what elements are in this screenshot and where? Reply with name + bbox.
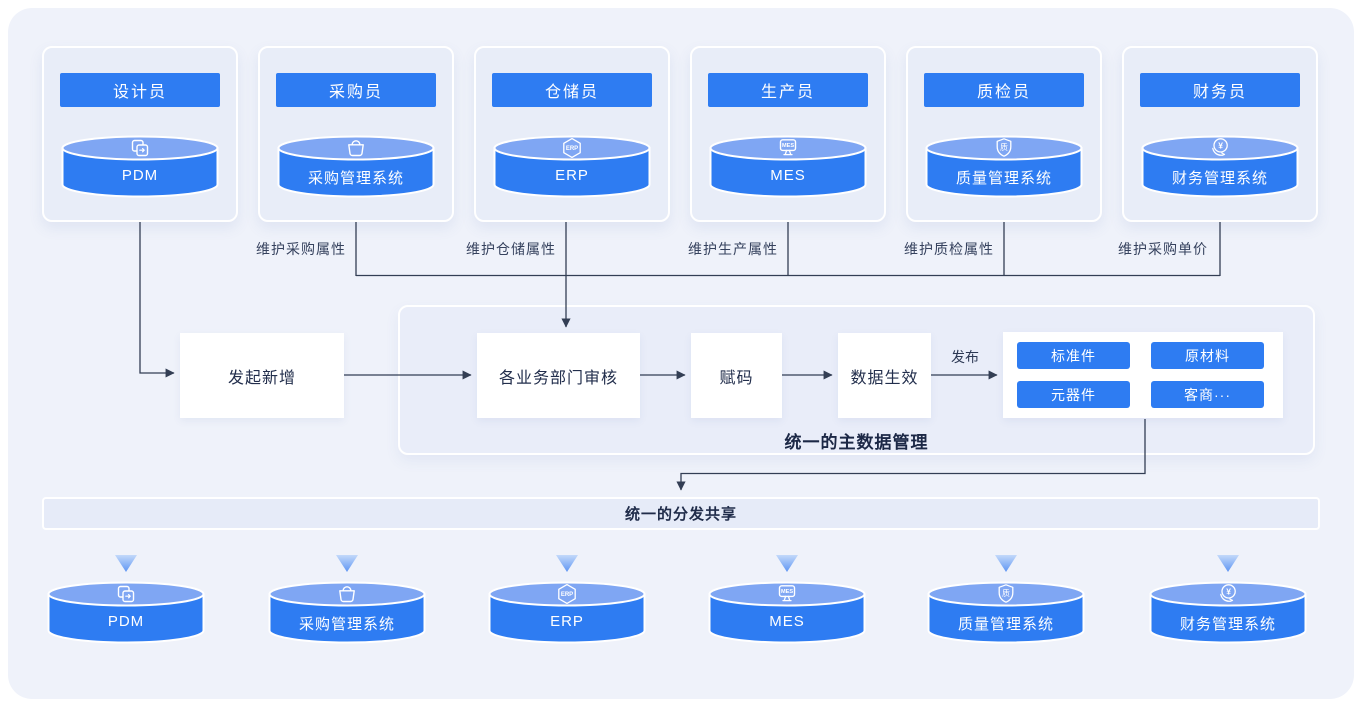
svg-text:MES: MES [782,143,794,149]
quality-shield-icon: 质 [994,582,1018,606]
mes-monitor-icon: MES [775,582,799,606]
cylinder-shape [709,135,867,198]
cylinder-shape [277,135,435,198]
system-name: ERP [550,613,584,630]
basket-icon [335,582,359,606]
cylinder-shape [493,135,651,198]
svg-text:ERP: ERP [561,592,573,598]
bottom-cylinder-finance: ¥ 财务管理系统 [1148,581,1308,645]
role-card-production: 生产员 MES MES [690,46,886,222]
bottom-cylinder-erp: ERP ERP [487,581,647,645]
yuan-transfer-icon: ¥ [1208,136,1232,160]
master-data-panel-title: 统一的主数据管理 [784,433,929,452]
flow-step-initiate: 发起新增 [180,333,344,418]
bottom-cylinder-quality: 质 质量管理系统 [926,581,1086,645]
distribution-share-label: 统一的分发共享 [624,506,737,523]
system-name: PDM [107,613,145,630]
role-card-purchaser: 采购员 采购管理系统 [258,46,454,222]
system-cylinder-finance: ¥ 财务管理系统 [1140,135,1300,199]
svg-text:质: 质 [1000,142,1008,152]
role-label: 设计员 [60,73,220,107]
maintain-label-purchase-price: 维护采购单价 [1118,241,1208,257]
copy-icon [128,136,152,160]
svg-text:¥: ¥ [1218,140,1223,150]
basket-icon [344,136,368,160]
flow-step-coding: 赋码 [691,333,782,418]
system-name: 财务管理系统 [1179,616,1276,633]
distribution-share-bar: 统一的分发共享 [42,497,1320,530]
svg-text:ERP: ERP [566,146,578,152]
quality-shield-icon: 质 [992,136,1016,160]
system-cylinder-mes: MES MES [708,135,868,199]
category-chip-raw-materials: 原材料 [1151,342,1264,369]
system-name: ERP [555,167,589,184]
system-cylinder-erp: ERP ERP [492,135,652,199]
category-chip-standard-parts: 标准件 [1017,342,1130,369]
publish-arrow-label: 发布 [951,349,979,365]
role-card-designer: 设计员 PDM [42,46,238,222]
maintain-label-warehouse-attr: 维护仓储属性 [466,241,556,257]
role-label: 采购员 [276,73,436,107]
role-label: 仓储员 [492,73,652,107]
maintain-label-production-attr: 维护生产属性 [688,241,778,257]
system-name: PDM [121,167,159,184]
role-card-finance: 财务员 ¥ 财务管理系统 [1122,46,1318,222]
system-name: 采购管理系统 [307,170,404,187]
system-name: MES [769,613,805,630]
bottom-cylinder-pdm: PDM [46,581,206,645]
role-label: 质检员 [924,73,1084,107]
category-chip-vendors: 客商··· [1151,381,1264,408]
erp-badge-icon: ERP [555,582,579,606]
cylinder-shape [61,135,219,198]
system-name: 质量管理系统 [957,616,1054,633]
cylinder-shape [925,135,1083,198]
system-cylinder-purchase: 采购管理系统 [276,135,436,199]
svg-text:质: 质 [1002,588,1010,598]
system-name: 财务管理系统 [1171,170,1268,187]
system-name: MES [770,167,806,184]
system-name: 质量管理系统 [955,170,1052,187]
flow-step-review: 各业务部门审核 [477,333,640,418]
system-cylinder-quality: 质 质量管理系统 [924,135,1084,199]
system-cylinder-pdm: PDM [60,135,220,199]
svg-text:¥: ¥ [1226,586,1231,596]
category-chip-components: 元器件 [1017,381,1130,408]
role-card-quality: 质检员 质 质量管理系统 [906,46,1102,222]
role-label: 财务员 [1140,73,1300,107]
role-label: 生产员 [708,73,868,107]
yuan-transfer-icon: ¥ [1216,582,1240,606]
cylinder-shape [1141,135,1299,198]
flow-step-effective: 数据生效 [838,333,931,418]
role-card-warehouse: 仓储员 ERP ERP [474,46,670,222]
bottom-cylinder-mes: MES MES [707,581,867,645]
erp-badge-icon: ERP [560,136,584,160]
maintain-label-quality-attr: 维护质检属性 [904,241,994,257]
category-box: 标准件 原材料 元器件 客商··· [1003,332,1283,418]
copy-icon [114,582,138,606]
bottom-cylinder-purchase: 采购管理系统 [267,581,427,645]
maintain-label-purchase-attr: 维护采购属性 [256,241,346,257]
mes-monitor-icon: MES [776,136,800,160]
svg-text:MES: MES [781,589,793,595]
system-name: 采购管理系统 [298,616,395,633]
